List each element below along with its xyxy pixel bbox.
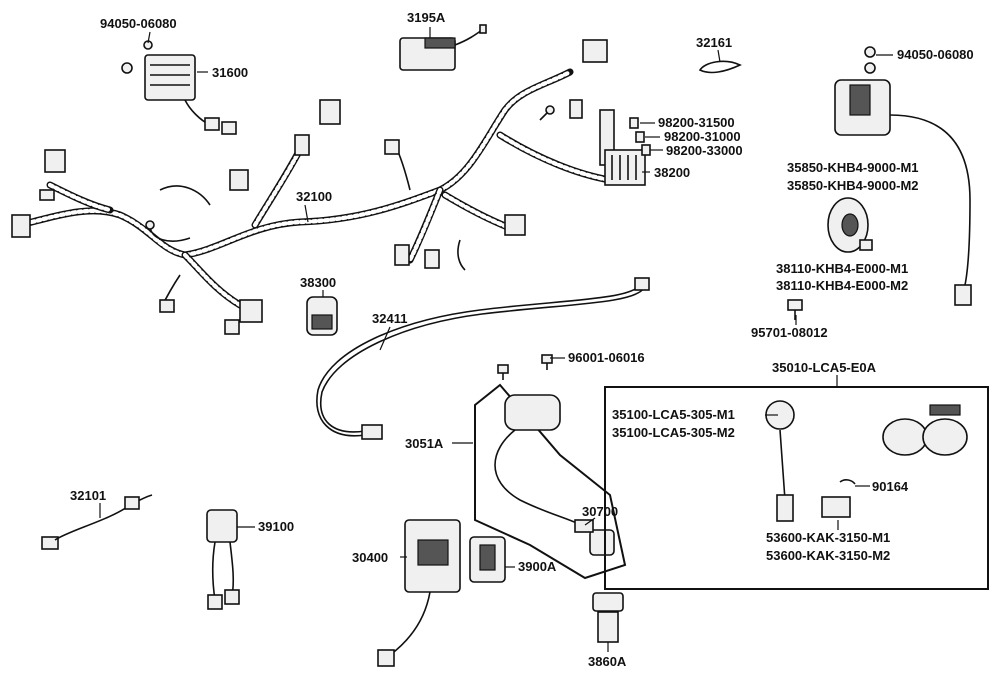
label-90164: 90164 (872, 479, 909, 494)
bolts-96001-06016 (497, 354, 553, 380)
label-98200-33000: 98200-33000 (666, 143, 743, 158)
seat-lock-35100 (765, 400, 795, 522)
wiring-harness-32100 (11, 39, 614, 335)
label-96001-06016: 96001-06016 (568, 350, 645, 365)
label-32101: 32101 (70, 488, 106, 503)
fuse-box-38200 (599, 109, 646, 186)
clip-90164 (839, 479, 856, 485)
label-38110-m2: 38110-KHB4-E000-M2 (776, 278, 908, 293)
label-31600: 31600 (212, 65, 248, 80)
regulator-31600 (144, 54, 237, 135)
cdi-30400 (377, 519, 461, 667)
relay-3900a (469, 536, 506, 583)
clamp-32161 (698, 60, 742, 74)
label-98200-31000: 98200-31000 (664, 129, 741, 144)
starter-relay-38300 (306, 296, 338, 336)
fuses-98200 (629, 117, 651, 156)
label-98200-31500: 98200-31500 (658, 115, 735, 130)
label-3195a: 3195A (407, 10, 446, 25)
battery-cable-32411 (316, 277, 650, 440)
horn-38110 (827, 197, 873, 253)
leader-lines (99, 27, 893, 652)
label-38110-m1: 38110-KHB4-E000-M1 (776, 261, 908, 276)
sensor-32101 (41, 494, 153, 550)
label-35100-m2: 35100-LCA5-305-M2 (612, 425, 735, 440)
label-38200: 38200 (654, 165, 690, 180)
part-labels: 94050-06080 31600 3195A 32161 94050-0608… (70, 10, 974, 669)
label-30400: 30400 (352, 550, 388, 565)
label-38300: 38300 (300, 275, 336, 290)
label-3860a: 3860A (588, 654, 627, 669)
label-94050-06080-right: 94050-06080 (897, 47, 974, 62)
label-53600-m1: 53600-KAK-3150-M1 (766, 530, 890, 545)
relay-3195a (399, 24, 487, 71)
label-32161: 32161 (696, 35, 732, 50)
label-3900a: 3900A (518, 559, 557, 574)
label-32411: 32411 (372, 311, 407, 326)
label-94050-06080-left: 94050-06080 (100, 16, 177, 31)
label-39100: 39100 (258, 519, 294, 534)
lock-set-35010-box (604, 386, 989, 590)
keys-35010 (882, 404, 968, 456)
label-53600-m2: 53600-KAK-3150-M2 (766, 548, 890, 563)
flasher-39100 (206, 509, 240, 610)
ignition-switch-35850 (834, 79, 972, 306)
label-32100: 32100 (296, 189, 332, 204)
label-30700: 30700 (582, 504, 618, 519)
lock-bracket-53600 (821, 496, 851, 518)
nut-94050-06080-right (864, 46, 876, 74)
label-35010-lca5-e0a: 35010-LCA5-E0A (772, 360, 877, 375)
label-95701-08012: 95701-08012 (751, 325, 828, 340)
label-35100-m1: 35100-LCA5-305-M1 (612, 407, 735, 422)
label-35850-m2: 35850-KHB4-9000-M2 (787, 178, 919, 193)
label-35850-m1: 35850-KHB4-9000-M1 (787, 160, 919, 175)
fuse-holder-3860a (592, 592, 624, 643)
label-3051a: 3051A (405, 436, 444, 451)
bolt-95701-08012 (787, 299, 803, 320)
